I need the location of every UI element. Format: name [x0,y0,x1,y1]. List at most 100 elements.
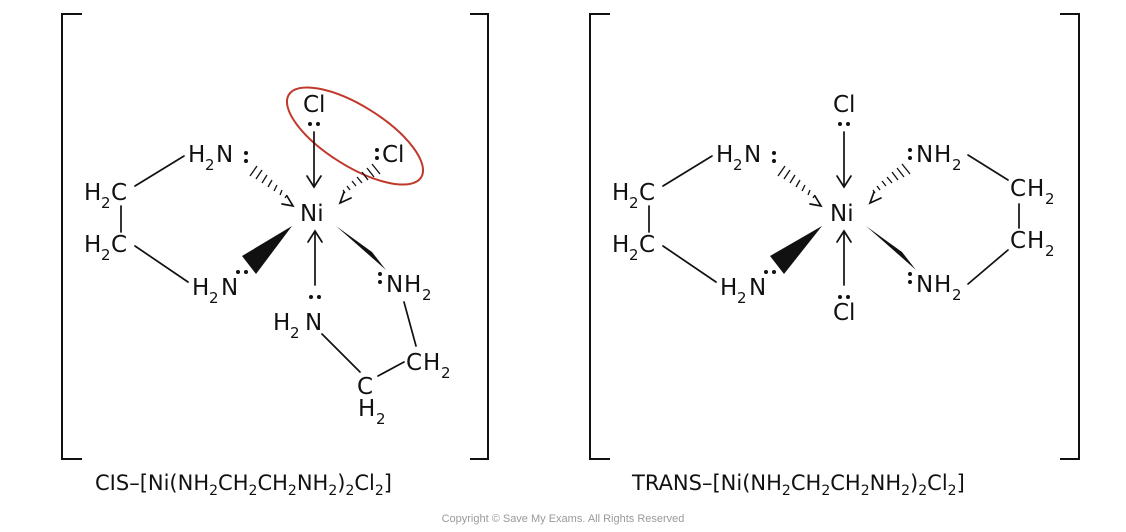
cis-ch2-lower-sub: 2 [101,246,111,264]
trans-h2n-bottom-lone-pair [764,270,768,274]
trans-ch2-right-upper-sub: 2 [1045,190,1055,208]
trans-nh2-bottom-h: H [934,272,951,298]
trans-h2n-top-lone-pair-2 [772,159,776,163]
trans-cl-bottom-lone-pair-2 [846,295,850,299]
cis-h2n-axial-h: H [273,310,290,336]
trans-cl-bottom-lone-pair [838,295,842,299]
trans-ch2-right-upper-h: H [1027,176,1044,202]
trans-h2n-bottom-lone-pair-2 [772,270,776,274]
cis-bond-c-n-upper [134,155,185,187]
trans-nh2-top-sub: 2 [952,156,962,174]
trans-h2n-top-sub: 2 [733,156,743,174]
cis-formula-caption: CIS–[Ni(NH2CH2CH2NH2)2Cl2] [95,471,392,499]
cis-ch2-right-c: C [406,350,422,376]
cis-ch2-upper-sub: 2 [101,194,111,212]
cis-h2n-top-h: H [188,142,205,168]
trans-h2n-bottom-h: H [720,275,737,301]
cis-h2n-bottom-lone-pair [236,270,240,274]
cis-cl-top-label: Cl [303,92,325,118]
trans-cl-top-lone-pair-2 [846,122,850,126]
cis-h2n-axial-lone-pair-2 [317,295,321,299]
cis-right-bracket [470,13,489,460]
cis-cl-top-lone-pair [308,122,312,126]
trans-right-bracket [1060,13,1080,460]
trans-hashed-bond-n-left [777,165,823,208]
trans-nh2-bottom-sub: 2 [952,286,962,304]
cis-ch2-bottom-h: H [358,396,375,422]
trans-bond-c-n-lower-left [662,245,717,283]
trans-dative-arrow-top [836,131,852,189]
trans-formula-caption: TRANS–[Ni(NH2CH2CH2NH2)2Cl2] [631,471,965,499]
cis-nh2-right-n: N [386,272,403,298]
cis-hashed-bond-cl [338,163,381,205]
trans-bond-n-c-lower-right [967,249,1009,285]
cis-nh2-right-sub: 2 [422,286,432,304]
trans-bond-c-n-upper-left [662,155,713,187]
trans-nh2-top-n: N [916,142,933,168]
cis-dative-arrow-bottom [307,229,323,286]
cis-h2n-top-lone-pair [244,151,248,155]
cis-bond-c-n-lower [134,245,189,283]
cis-h2n-bottom-n: N [221,275,238,301]
cis-cl-right-lone-pair-2 [375,156,379,160]
trans-nh2-top-h: H [934,142,951,168]
trans-ch2-right-lower-c: C [1010,228,1026,254]
cis-bond-c-n-right [403,301,417,347]
cis-chlorine-highlight [285,86,425,186]
cis-h2n-bottom-sub: 2 [209,289,219,307]
trans-nh2-bottom-n: N [916,272,933,298]
trans-cl-bottom-label: Cl [833,300,855,326]
cis-ch2-bottom-sub: 2 [376,410,386,428]
cis-wedge-bond-n-left [242,226,292,274]
trans-cl-top-label: Cl [833,92,855,118]
cis-dative-arrow-top [306,131,322,189]
cis-ch2-right-h: H [423,350,440,376]
trans-hashed-bond-n-right [868,163,911,205]
cis-h2n-axial-sub: 2 [290,324,300,342]
cis-ch2-upper-h: H [84,180,101,206]
cis-ch2-lower-c: C [111,232,127,258]
cis-ch2-lower-h: H [84,232,101,258]
trans-ni-label: Ni [830,201,854,227]
cis-h2n-top-n: N [216,142,233,168]
trans-bond-n-c-upper-right [967,154,1009,181]
trans-ch2-left-lower-h: H [612,232,629,258]
trans-left-bracket [589,13,610,460]
cis-h2n-top-lone-pair-2 [244,159,248,163]
cis-h2n-axial-lone-pair [309,295,313,299]
cis-h2n-top-sub: 2 [205,156,215,174]
cis-nh2-right-h: H [404,272,421,298]
trans-h2n-top-lone-pair [772,151,776,155]
cis-hashed-bond-n [249,165,295,208]
trans-ch2-left-upper-h: H [612,180,629,206]
trans-ch2-left-lower-c: C [639,232,655,258]
trans-nh2-bottom-lone-pair-2 [908,280,912,284]
cis-ch2-upper-c: C [111,180,127,206]
cis-nh2-right-lone-pair [378,272,382,276]
cis-ch2-bottom-c: C [357,374,373,400]
trans-ch2-right-lower-sub: 2 [1045,242,1055,260]
cis-left-bracket [61,13,82,460]
trans-cl-top-lone-pair [838,122,842,126]
cis-ni-label: Ni [300,201,324,227]
trans-h2n-bottom-n: N [749,275,766,301]
cis-wedge-bond-n-right [336,226,386,270]
trans-ch2-right-lower-h: H [1027,228,1044,254]
trans-nh2-top-lone-pair-2 [908,156,912,160]
cis-h2n-bottom-lone-pair-2 [244,270,248,274]
cis-h2n-bottom-h: H [192,275,209,301]
trans-ch2-right-upper-c: C [1010,176,1026,202]
trans-ch2-left-upper-c: C [639,180,655,206]
trans-nh2-top-lone-pair [908,148,912,152]
trans-dative-arrow-bottom [836,229,852,286]
trans-isomer: Ni Cl Cl H 2 N [589,13,1080,499]
trans-ch2-left-lower-sub: 2 [629,246,639,264]
cis-nh2-right-lone-pair-2 [378,280,382,284]
cis-bond-n-c-bottom [321,333,361,373]
cis-isomer: Ni Cl Cl H 2 N [61,13,489,499]
cis-cl-right-label: Cl [382,142,404,168]
cis-ch2-right-sub: 2 [441,364,451,382]
trans-nh2-bottom-lone-pair [908,272,912,276]
trans-ch2-left-upper-sub: 2 [629,194,639,212]
